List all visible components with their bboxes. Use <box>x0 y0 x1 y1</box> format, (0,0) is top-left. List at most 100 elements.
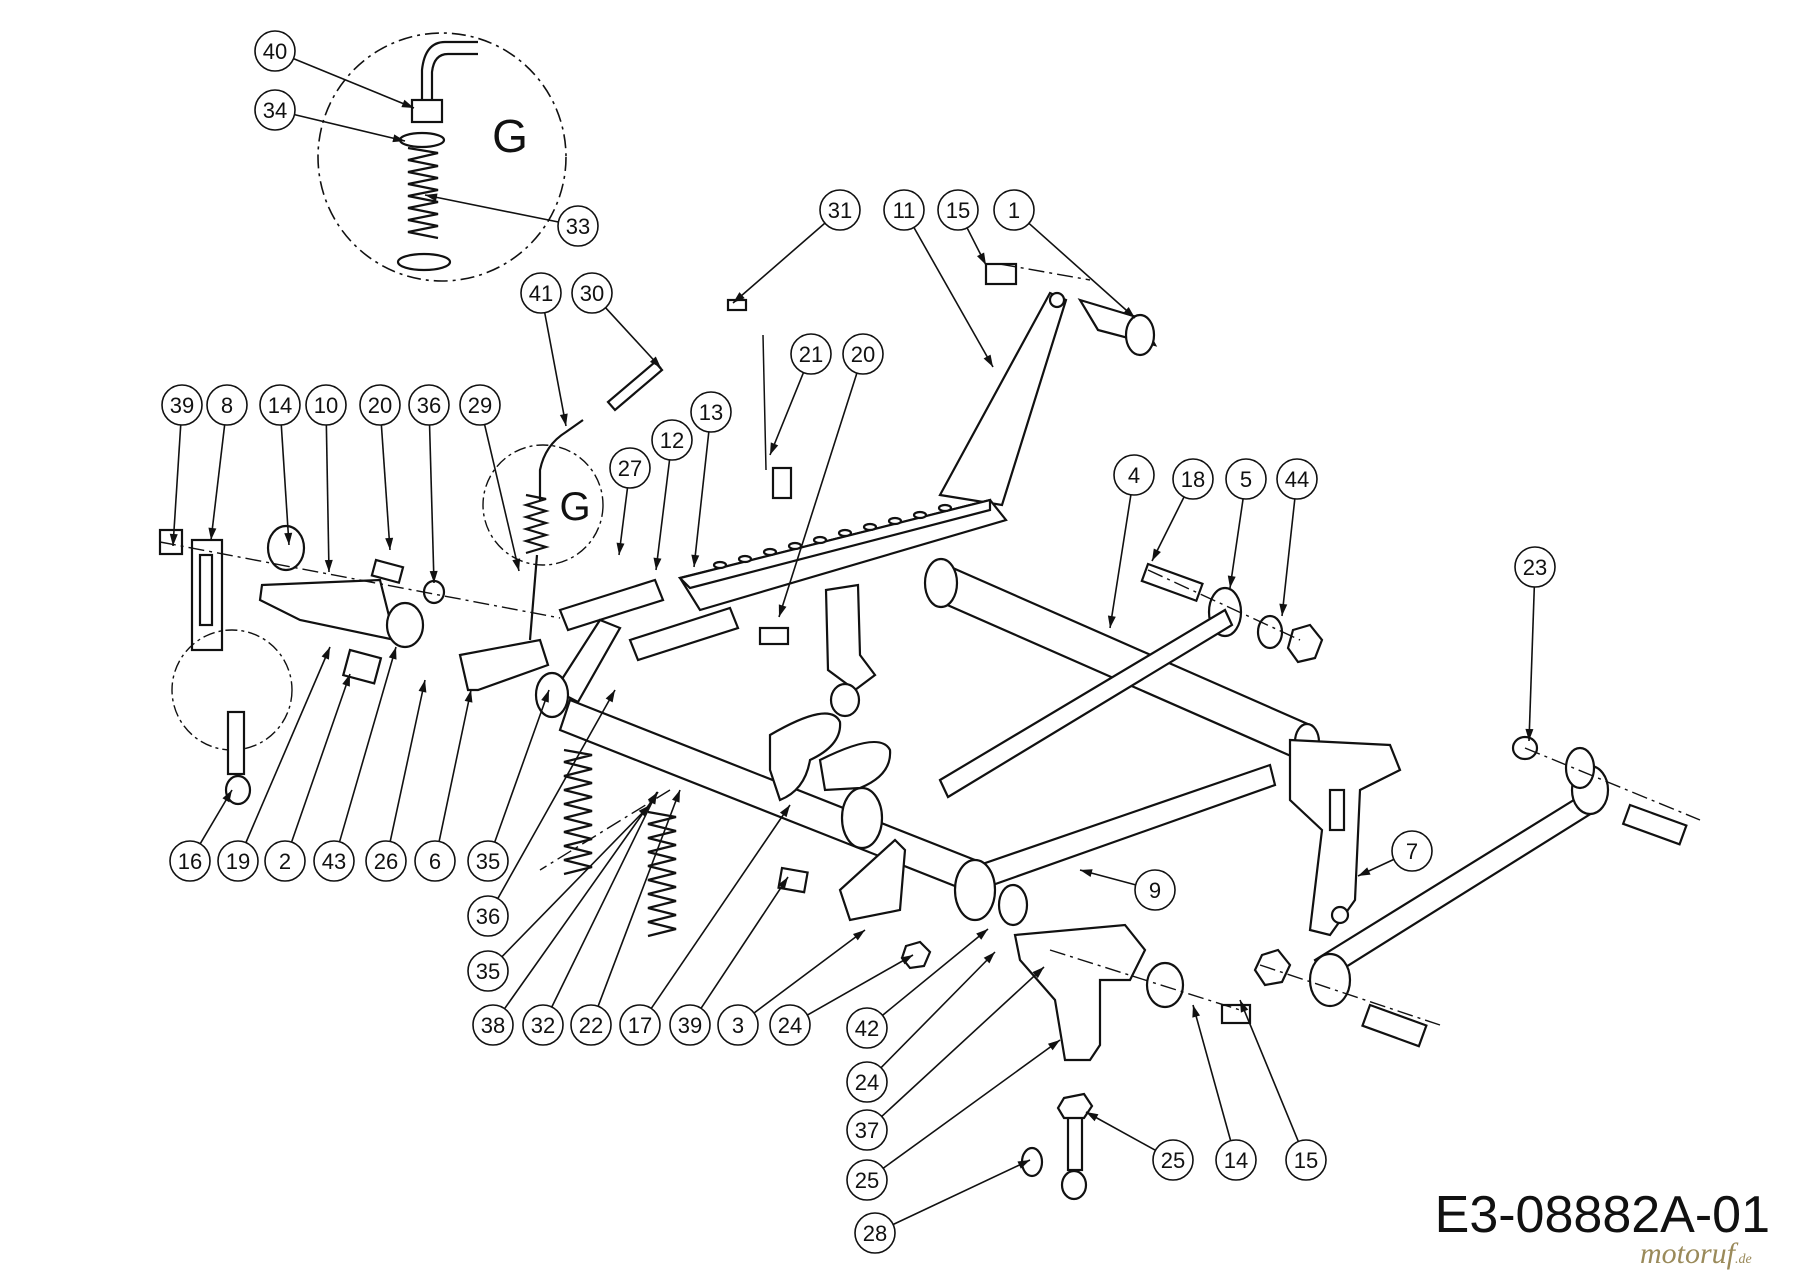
callout-number: 36 <box>417 393 441 418</box>
callout-number: 33 <box>566 214 590 239</box>
leader-arrowhead <box>778 604 787 617</box>
callout-number: 34 <box>263 98 287 123</box>
leader-arrowhead <box>778 877 788 890</box>
eye-16 <box>224 774 252 806</box>
leader-arrowhead <box>1358 867 1371 876</box>
callout-bubble <box>690 391 732 433</box>
leader-arrowhead <box>284 532 293 545</box>
leader-line <box>753 929 866 1014</box>
nut-25 <box>1056 1092 1094 1120</box>
leader-arrowhead <box>1080 869 1093 877</box>
callout-bubble <box>254 89 296 131</box>
callout-c32: 32 <box>522 791 658 1046</box>
leader-line <box>655 459 671 571</box>
callout-c14b: 14 <box>1192 1004 1257 1181</box>
callout-bubble <box>1225 458 1267 500</box>
callout-number: 38 <box>481 1013 505 1038</box>
leader-arrowhead <box>1047 1040 1060 1051</box>
callout-c30: 30 <box>571 272 662 369</box>
bolt-18 <box>1140 562 1204 603</box>
leader-line <box>389 679 426 842</box>
link-12 <box>558 578 665 632</box>
callout-number: 29 <box>468 393 492 418</box>
callout-bubble <box>1152 1139 1194 1181</box>
callout-c29: 29 <box>459 384 521 572</box>
nut-23-bottom <box>1253 948 1292 987</box>
leader-line <box>501 804 651 958</box>
leader-arrowhead <box>770 442 779 455</box>
leader-line <box>881 928 989 1016</box>
leader-arrowhead <box>342 674 350 687</box>
plate-17b <box>818 740 892 792</box>
callout-c20b: 20 <box>359 384 401 551</box>
callout-number: 20 <box>368 393 392 418</box>
callout-number: 15 <box>946 198 970 223</box>
callout-c21: 21 <box>769 333 832 456</box>
leader-line <box>497 689 616 899</box>
leader-arrowhead <box>1279 603 1288 616</box>
callout-c20a: 20 <box>778 333 884 618</box>
callout-number: 25 <box>855 1168 879 1193</box>
callout-number: 7 <box>1406 839 1418 864</box>
leader-arrowhead <box>616 542 625 555</box>
bracket-7-slot <box>1328 788 1346 832</box>
callout-c33: 33 <box>424 193 599 247</box>
callout-number: 36 <box>476 904 500 929</box>
callout-number: 12 <box>660 428 684 453</box>
callout-number: 27 <box>618 456 642 481</box>
callout-bubble <box>217 840 259 882</box>
crank-35 <box>553 618 622 704</box>
callout-bubble <box>1391 830 1433 872</box>
leader-line <box>325 424 330 573</box>
callout-c42: 42 <box>846 928 989 1049</box>
callout-number: 43 <box>322 849 346 874</box>
callout-c34: 34 <box>254 89 406 143</box>
callout-bubble <box>1134 869 1176 911</box>
callout-number: 17 <box>628 1013 652 1038</box>
callout-number: 6 <box>429 849 441 874</box>
callout-number: 16 <box>178 849 202 874</box>
callout-bubble <box>169 840 211 882</box>
leader-line <box>769 372 805 456</box>
leader-arrowhead <box>852 930 865 941</box>
detail-g-spring <box>407 146 439 240</box>
callout-c8: 8 <box>206 384 248 541</box>
leader-arrowhead <box>733 292 745 303</box>
leader-arrowhead <box>1017 1160 1030 1169</box>
callout-number: 24 <box>778 1013 802 1038</box>
rod-16 <box>226 710 246 776</box>
callout-number: 10 <box>314 393 338 418</box>
detail-g-base <box>396 252 452 272</box>
tube-4-end <box>923 557 959 609</box>
callout-c35a: 35 <box>467 689 550 882</box>
washer-24 <box>997 883 1029 927</box>
assembly-centerlines <box>159 263 1701 1026</box>
nut-24a <box>900 940 932 970</box>
leader-arrowhead <box>1525 728 1534 741</box>
callout-bubble <box>993 189 1035 231</box>
detail-g-small-circle <box>482 444 604 566</box>
leader-line <box>693 431 710 568</box>
callout-bubble <box>717 1004 759 1046</box>
bracket-7 <box>1288 738 1402 937</box>
callout-bubble <box>1285 1139 1327 1181</box>
leader-line <box>778 372 858 618</box>
callout-c38: 38 <box>472 791 659 1046</box>
small-spring-rod <box>538 419 584 500</box>
callout-bubble <box>1215 1139 1257 1181</box>
callout-bubble <box>206 384 248 426</box>
leader-line <box>1528 586 1536 742</box>
callout-number: 24 <box>855 1070 879 1095</box>
leader-arrowhead <box>418 680 427 693</box>
callout-number: 14 <box>1224 1148 1248 1173</box>
callout-bubble <box>1276 458 1318 500</box>
pin-31 <box>726 298 748 312</box>
leader-line <box>732 222 826 304</box>
callout-number: 1 <box>1008 198 1020 223</box>
callout-c35b: 35 <box>467 804 651 992</box>
callout-bubble <box>467 950 509 992</box>
bracket-3 <box>838 838 907 922</box>
leader-line <box>700 876 789 1009</box>
bolt-23-bottom <box>1361 1003 1428 1048</box>
callout-number: 28 <box>863 1221 887 1246</box>
